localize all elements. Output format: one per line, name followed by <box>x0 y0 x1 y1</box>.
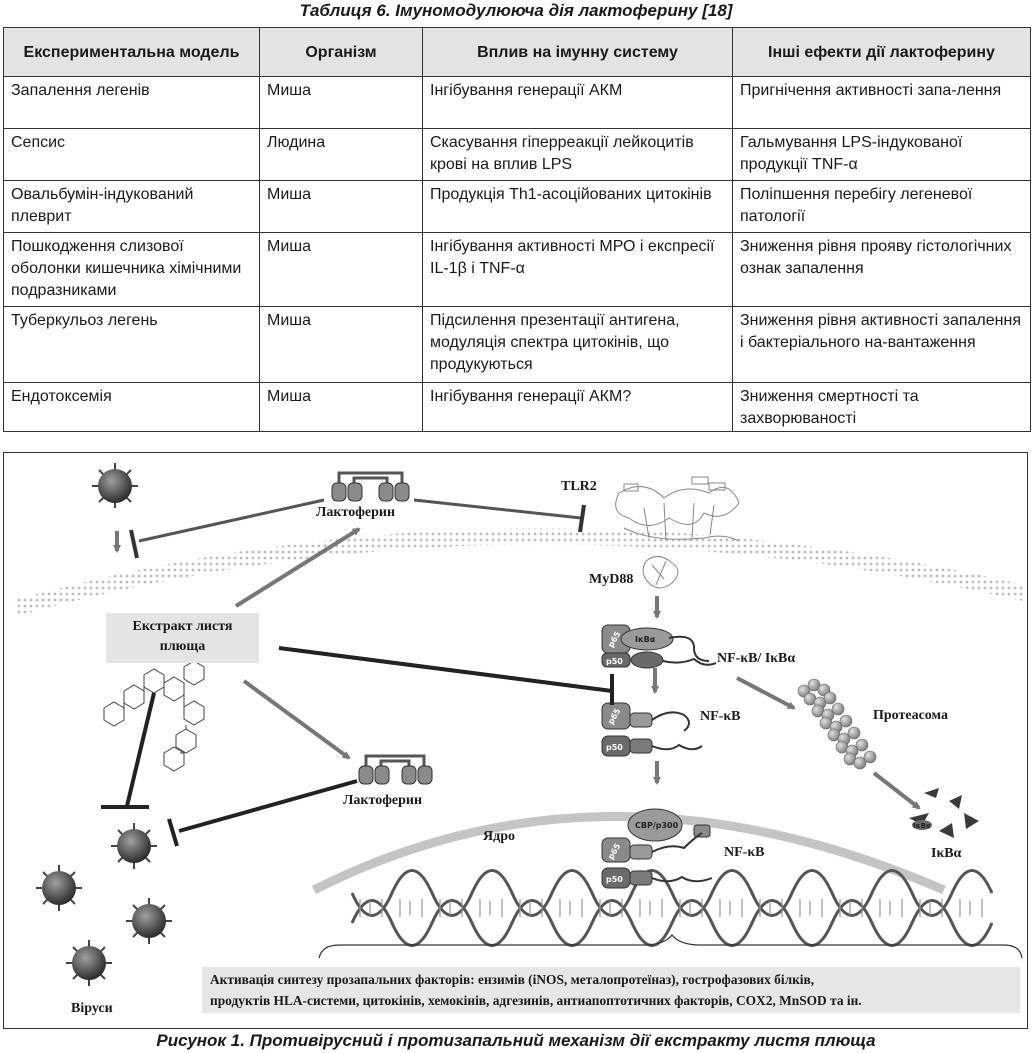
table-row: Туберкульоз легень Миша Підсилення презе… <box>3 306 1031 383</box>
table-cell: Ендотоксемія <box>3 382 260 432</box>
header-cell: Організм <box>259 27 423 77</box>
extract-label-line1: Екстракт листя <box>132 619 233 634</box>
table-cell: Інгібування активності МРО і експресії I… <box>422 232 733 307</box>
connector-lines <box>101 498 921 847</box>
table-cell: Миша <box>259 76 423 129</box>
table-cell: Гальмування LPS-індукованої продукції TN… <box>732 128 1031 181</box>
table-cell: Туберкульоз легень <box>3 306 260 383</box>
table-cell: Сепсис <box>3 128 260 181</box>
lactoferrin-top-icon <box>331 471 410 502</box>
table-header-row: Експериментальна модель Організм Вплив н… <box>3 27 1031 77</box>
virus-icon <box>126 898 172 944</box>
header-cell: Вплив на імунну систему <box>422 27 733 77</box>
immunomodulation-table: Експериментальна модель Організм Вплив н… <box>3 27 1031 432</box>
virus-icon <box>66 940 112 986</box>
tlr2-receptor-icon <box>615 476 740 542</box>
nfkb-middle-icon <box>601 702 703 757</box>
activation-description: Активація синтезу прозапальних факторів:… <box>202 967 1020 1013</box>
table-cell: Інгібування генерації АКМ <box>422 76 733 129</box>
lactoferrin-bottom-label: Лактоферин <box>343 793 423 808</box>
figure-drawing: p65 p50 IκBα p65 p50 CBP/p300 p65 p50 Iκ… <box>13 463 1026 986</box>
nfkb-ikba-complex-icon <box>601 624 717 669</box>
table-cell: Зниження смертності та захворюваності <box>732 382 1031 432</box>
nfkb-nucleus-label: NF-κB <box>724 845 765 860</box>
table-row: Пошкодження слизової оболонки кишечника … <box>3 232 1031 307</box>
table-row: Сепсис Людина Скасування гіперреакції ле… <box>3 128 1031 181</box>
table-cell: Миша <box>259 232 423 307</box>
table-cell: Запалення легенів <box>3 76 260 129</box>
table-cell: Продукція Th1-асоційованих цитокінів <box>422 180 733 233</box>
ikba-label: IκBα <box>931 846 962 861</box>
nfkb-ikba-label: NF-κB/ IκBα <box>717 651 796 666</box>
virus-icon <box>36 865 82 911</box>
activation-line: Активація синтезу прозапальних факторів:… <box>210 972 815 987</box>
table-row: Ендотоксемія Миша Інгібування генерації … <box>3 382 1031 432</box>
virus-icon <box>111 823 157 869</box>
proteasome-icon <box>797 678 877 770</box>
table-row: Запалення легенів Миша Інгібування генер… <box>3 76 1031 129</box>
mechanism-figure: p65 p50 IκBα p65 p50 CBP/p300 p65 p50 Iκ… <box>3 452 1028 1029</box>
table-cell: Миша <box>259 382 423 432</box>
glycoside-molecule-icon <box>103 660 205 772</box>
lactoferrin-top-label: Лактоферин <box>316 505 396 520</box>
table-cell: Овальбумін-індукований плеврит <box>3 180 260 233</box>
nucleus-membrane <box>311 812 946 895</box>
nfkb-label: NF-κB <box>700 709 741 724</box>
myd88-label: MyD88 <box>589 572 634 587</box>
table-cell: Інгібування генерації АКМ? <box>422 382 733 432</box>
figure-caption: Рисунок 1. Противірусний і протизапальни… <box>156 1031 876 1050</box>
p50-label: p50 <box>606 875 623 884</box>
table-cell: Зниження рівня активності запалення і ба… <box>732 306 1031 383</box>
table-cell: Людина <box>259 128 423 181</box>
p50-label: p50 <box>606 657 623 666</box>
table-cell: Пригнічення активності запа-лення <box>732 76 1031 129</box>
table-cell: Зниження рівня прояву гістологічних озна… <box>732 232 1031 307</box>
viruses-label: Віруси <box>71 1001 113 1016</box>
dna-helix <box>350 869 994 947</box>
proteasome-label: Протеасома <box>873 708 948 723</box>
table-cell: Скасування гіперреакції лейкоцитів крові… <box>422 128 733 181</box>
lactoferrin-bottom-icon <box>358 754 433 785</box>
ikba-small-label: IκBα <box>913 822 931 830</box>
header-cell: Інші ефекти дії лактоферину <box>732 27 1031 77</box>
table-caption: Таблиця 6. Імуномодулююча дія лактоферин… <box>299 1 733 20</box>
ivy-leaf-extract-box: Екстракт листя плюща <box>106 613 259 663</box>
table-cell: Пошкодження слизової оболонки кишечника … <box>3 232 260 307</box>
header-cell: Експериментальна модель <box>3 27 260 77</box>
table-cell: Поліпшення перебігу легеневої патології <box>732 180 1031 233</box>
table-cell: Миша <box>259 180 423 233</box>
dna-brace <box>318 934 1023 959</box>
p50-label: p50 <box>606 743 623 752</box>
extract-label-line2: плюща <box>159 639 206 654</box>
cell-membrane <box>13 528 1026 616</box>
virus-top-icon <box>92 463 138 508</box>
table-cell: Миша <box>259 306 423 383</box>
nfkb-nucleus-icon <box>601 808 713 889</box>
nucleus-label: Ядро <box>483 829 515 844</box>
myd88-icon <box>642 556 679 589</box>
activation-line: продуктів HLA-системи, цитокінів, хемокі… <box>210 993 862 1008</box>
tlr2-label: TLR2 <box>561 479 597 494</box>
cbp-p300-label: CBP/p300 <box>635 821 679 830</box>
ikba-fragments-icon <box>909 788 979 838</box>
ikba-small-label: IκBα <box>635 635 656 644</box>
table-row: Овальбумін-індукований плеврит Миша Прод… <box>3 180 1031 233</box>
table-cell: Підсилення презентації антигена, модуляц… <box>422 306 733 383</box>
